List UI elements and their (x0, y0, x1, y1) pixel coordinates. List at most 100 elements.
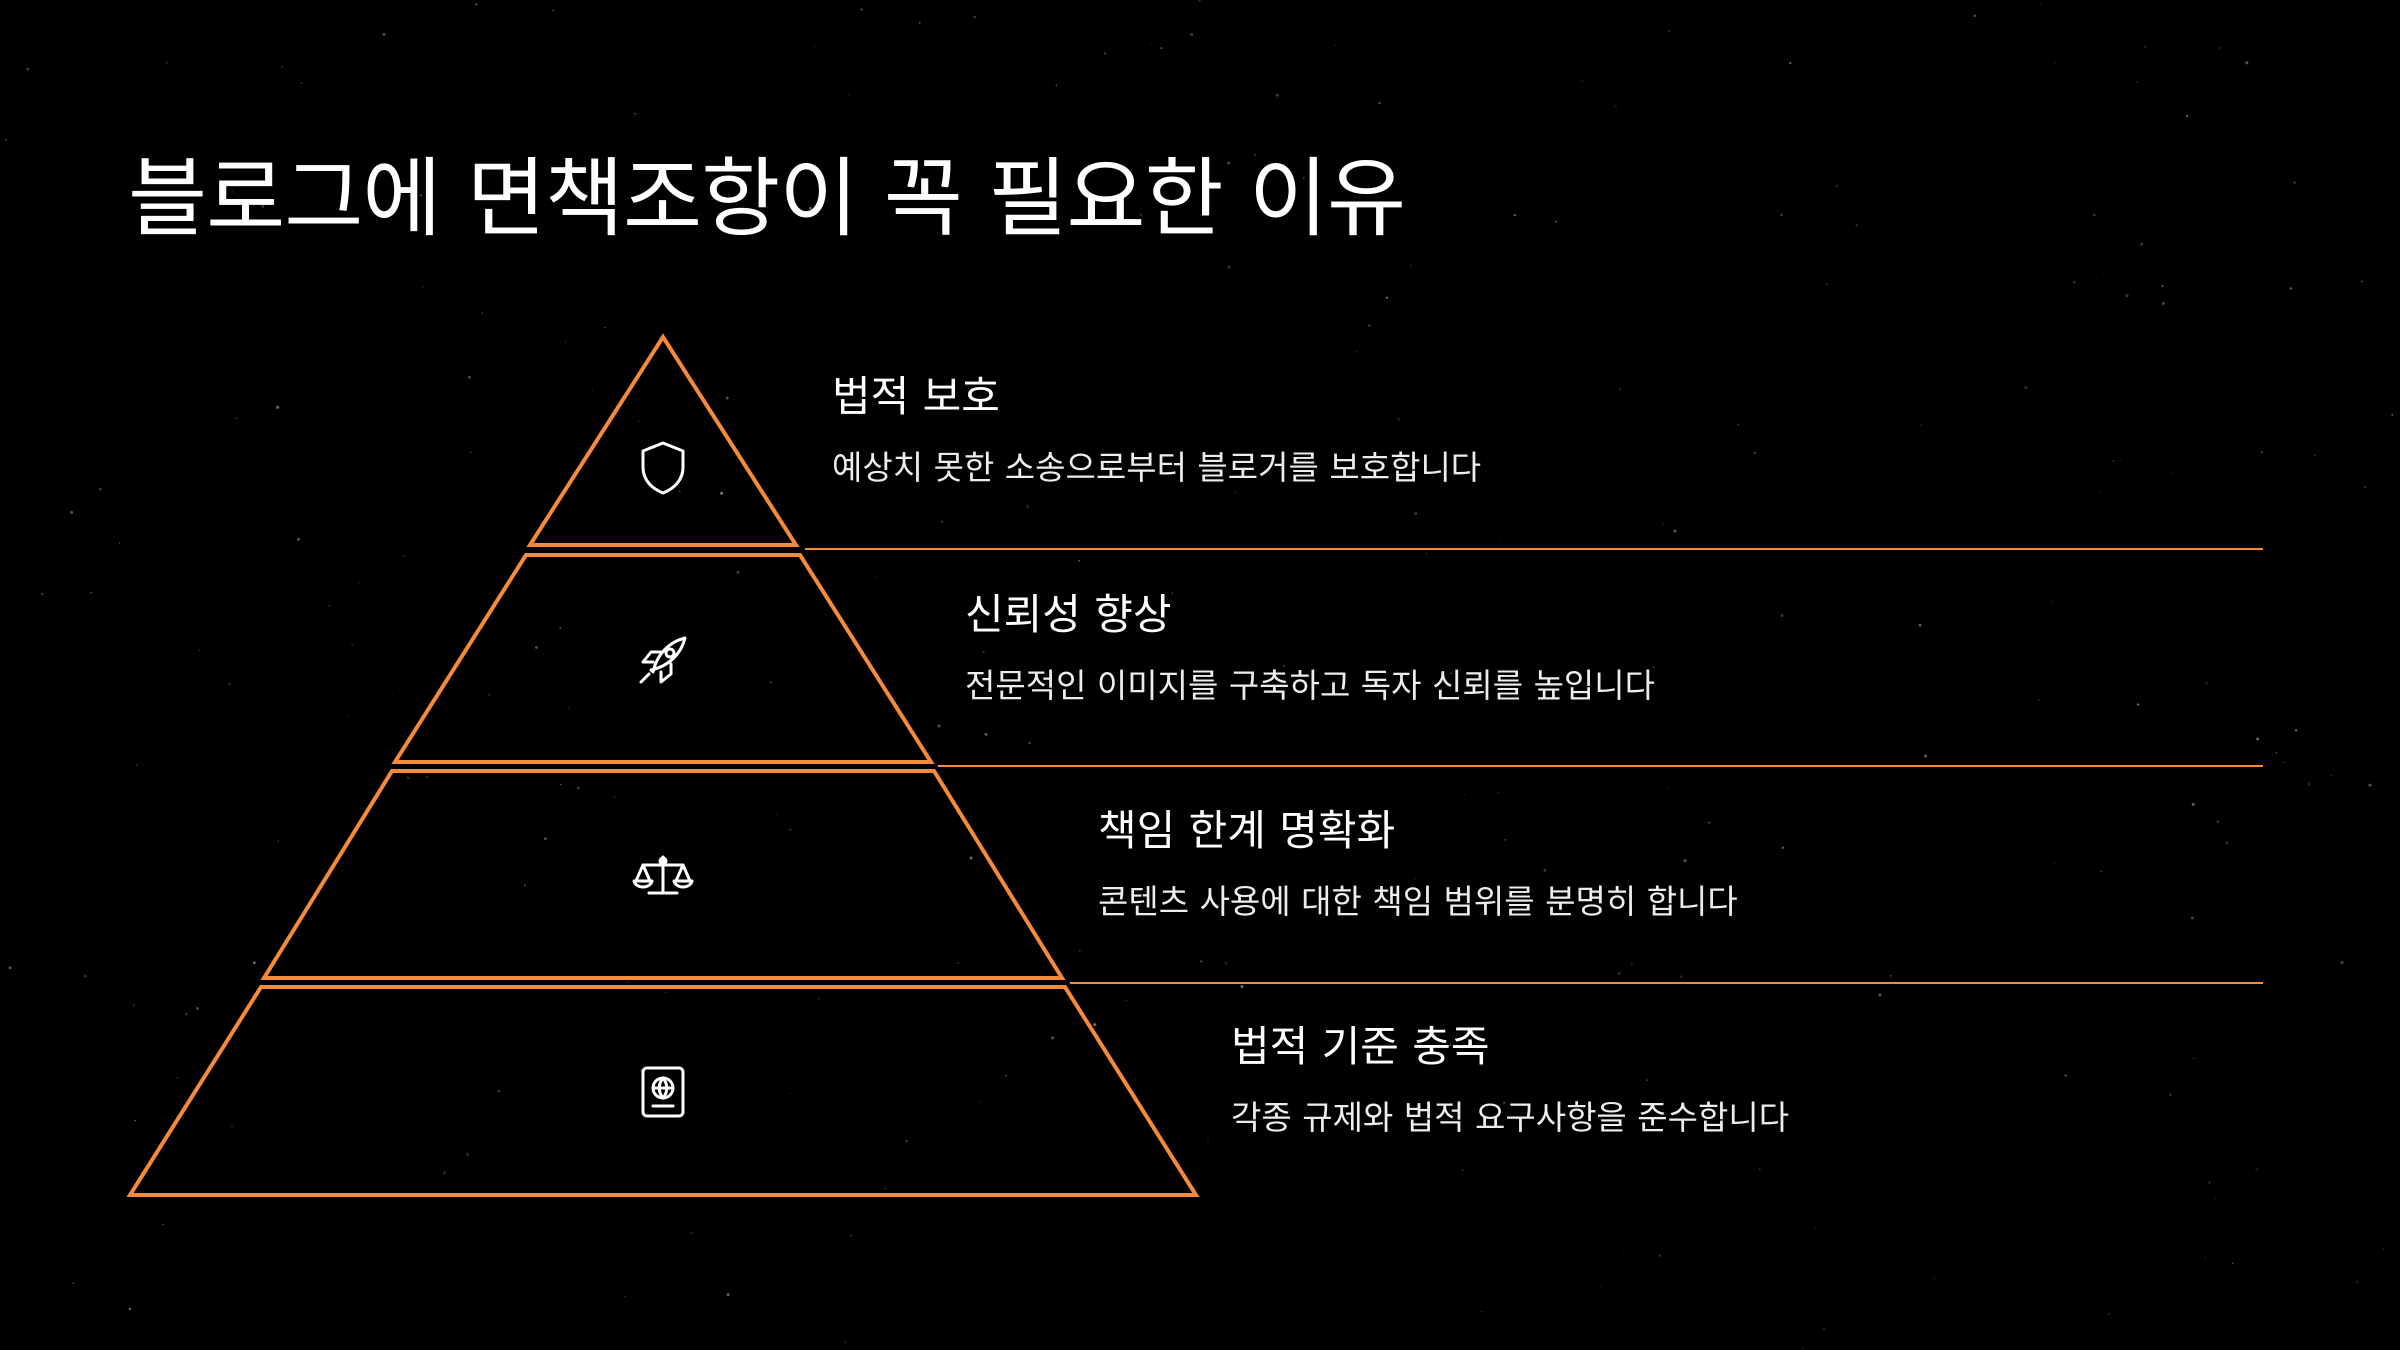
star (523, 884, 526, 887)
star (185, 1013, 188, 1016)
star (1543, 868, 1547, 872)
star (1973, 14, 1977, 18)
star (2294, 729, 2298, 732)
star (1408, 903, 1411, 905)
star (1753, 451, 1756, 454)
star (1303, 177, 1305, 179)
passport-icon (641, 1066, 685, 1118)
star (1150, 42, 1152, 45)
star (119, 542, 121, 544)
level-1-text: 법적 보호 예상치 못한 소송으로부터 블로거를 보호합니다 (832, 372, 1481, 488)
star (559, 627, 562, 630)
star (134, 1119, 137, 1122)
star (2218, 47, 2221, 49)
star (1283, 664, 1285, 667)
star (1683, 859, 1687, 863)
star (1789, 61, 1792, 65)
star (633, 112, 637, 115)
star (90, 591, 93, 594)
star (2100, 870, 2103, 873)
level-description: 콘텐츠 사용에 대한 책임 범위를 분명히 합니다 (1098, 882, 1738, 922)
star (1425, 552, 1428, 555)
star (297, 538, 300, 541)
star (2391, 413, 2394, 416)
star (2024, 385, 2028, 390)
star (2139, 244, 2142, 247)
level-heading: 법적 기준 충족 (1231, 1022, 1490, 1071)
star (419, 194, 422, 197)
star (808, 206, 812, 210)
star (2185, 114, 2189, 118)
star (2214, 1197, 2217, 1199)
star (1780, 614, 1784, 618)
star (844, 1341, 847, 1344)
star (957, 962, 960, 965)
star (1410, 264, 1412, 267)
star (2099, 491, 2101, 493)
star (470, 451, 472, 454)
star (1630, 962, 1633, 966)
star (984, 733, 988, 736)
star (1368, 324, 1371, 327)
star (230, 1124, 234, 1128)
star (2054, 863, 2056, 865)
star (392, 695, 394, 697)
star (382, 33, 386, 36)
shield-icon (641, 441, 685, 495)
star (2038, 699, 2041, 702)
level-heading: 책임 한계 명확화 (1098, 806, 1396, 855)
star (2072, 280, 2077, 284)
star (552, 9, 555, 12)
star (1234, 491, 1237, 494)
star (776, 814, 778, 816)
star (2383, 1248, 2385, 1250)
star (2064, 1073, 2068, 1077)
star (1243, 469, 1246, 472)
star (2162, 302, 2165, 305)
star (1673, 529, 1677, 533)
star (905, 1140, 908, 1142)
star (402, 555, 406, 558)
star (1028, 741, 1031, 745)
star (2289, 287, 2293, 290)
star (1126, 793, 1129, 795)
star (2170, 472, 2173, 475)
star (2307, 782, 2311, 786)
star (300, 82, 303, 85)
star (2283, 761, 2286, 764)
star (1614, 104, 1617, 108)
star (1055, 84, 1058, 87)
star (2205, 681, 2208, 685)
star (1504, 838, 1507, 841)
star (481, 312, 484, 314)
star (624, 1295, 626, 1298)
pyramid-tier-2 (391, 553, 935, 764)
star (2361, 280, 2364, 283)
star (99, 488, 102, 491)
star (1449, 672, 1452, 675)
scales-icon (632, 855, 694, 895)
star (1026, 505, 1030, 509)
star (466, 1152, 470, 1156)
star (918, 21, 921, 24)
star (421, 286, 424, 288)
star (2191, 802, 2195, 806)
star (162, 1223, 164, 1226)
star (690, 1231, 693, 1234)
star (789, 1092, 791, 1094)
star (1415, 878, 1416, 880)
star (41, 592, 44, 596)
star (699, 214, 701, 216)
star (1224, 961, 1228, 965)
star (2169, 1094, 2172, 1096)
star (884, 1188, 886, 1190)
star (358, 582, 360, 585)
star (1660, 1098, 1663, 1101)
star (1919, 423, 1923, 427)
star (1227, 265, 1231, 269)
star (1356, 350, 1359, 353)
star (1190, 32, 1194, 37)
star (1780, 213, 1783, 217)
